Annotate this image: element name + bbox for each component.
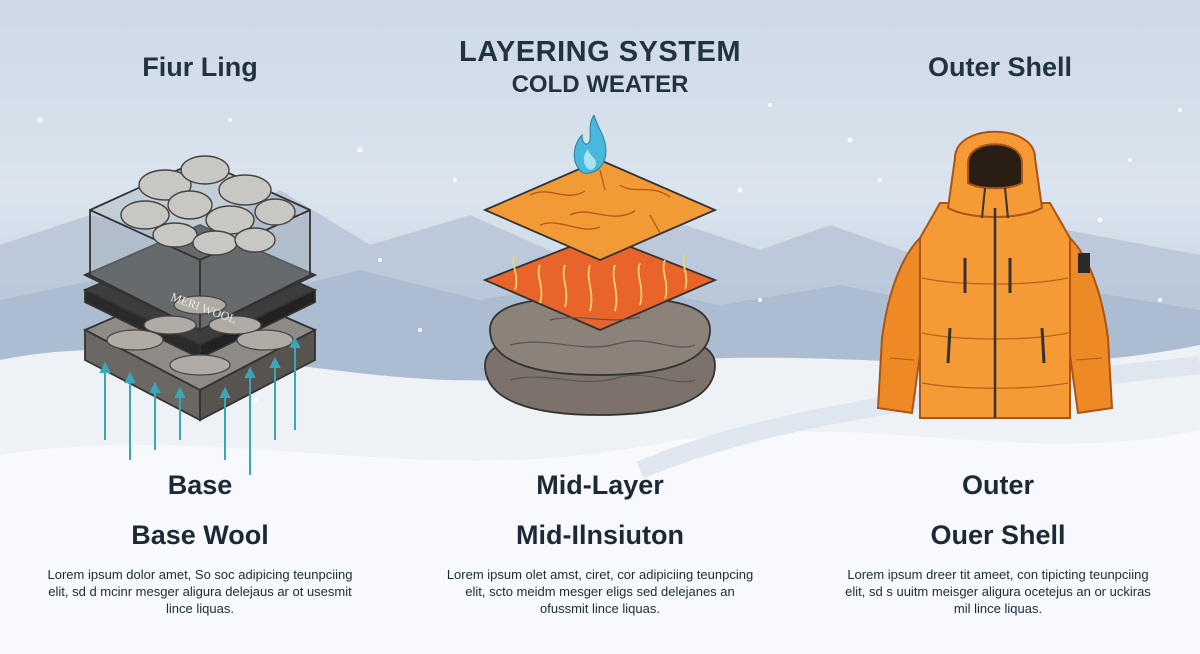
base-layer-stack-illustration: MERI WOOL (82, 155, 318, 475)
mid-layer-label: Mid-Layer (536, 470, 664, 500)
page-title: LAYERING SYSTEM (459, 36, 741, 68)
outer-layer-description: Lorem ipsum dreer tit ameet, con tipicti… (845, 567, 1151, 616)
base-layer-description: Lorem ipsum dolor amet, So soc adipicing… (47, 567, 353, 616)
orange-jacket-illustration (876, 130, 1114, 419)
base-layer-label: Base (167, 470, 233, 500)
page-subtitle: COLD WEATER (511, 71, 689, 98)
right-column-title: Outer Shell (927, 52, 1073, 82)
base-layer-sublabel: Base Wool (131, 520, 269, 550)
left-column-title: Fiur Ling (142, 52, 258, 82)
heat-waves (512, 254, 688, 312)
mid-layer-sublabel: Mid-Ilnsiuton (516, 520, 684, 550)
outer-layer-sublabel: Ouer Shell (930, 520, 1066, 550)
mid-layer-description: Lorem ipsum olet amst, ciret, cor adipic… (446, 567, 754, 616)
flame-icon (573, 115, 607, 174)
mid-layer-stack-illustration (482, 115, 718, 416)
moisture-arrows (99, 336, 301, 475)
outer-layer-label: Outer (961, 470, 1034, 500)
